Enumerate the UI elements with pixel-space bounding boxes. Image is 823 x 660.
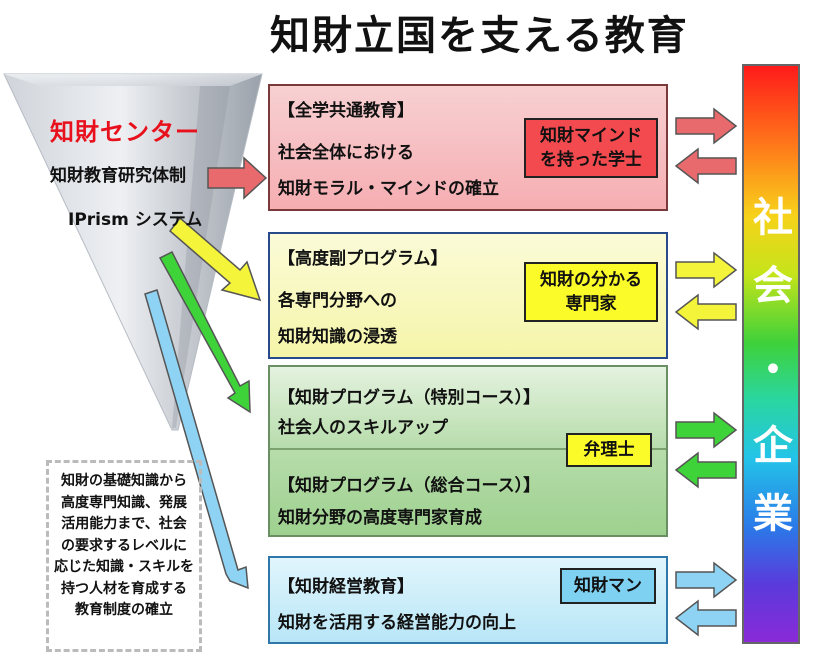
note-line: 持つ人材を育成する (61, 580, 187, 597)
box-heading: 【全学共通教育】 (278, 101, 414, 121)
box-heading: 【知財プログラム（特別コース）】 (278, 388, 541, 408)
center-research-system: 知財教育研究体制 (50, 166, 186, 186)
center-iprism-system: IPrism システム (68, 210, 203, 230)
badge-ip-specialist: 知財の分かる 専門家 (524, 262, 658, 322)
box-line: 知財分野の高度専門家育成 (278, 508, 482, 528)
badge-ip-mind-graduate: 知財マインド を持った学士 (524, 118, 658, 178)
box-heading-2: 【知財プログラム（総合コース）】 (278, 476, 541, 496)
arrow-box4-to-society (675, 561, 738, 599)
society-char: 会 (753, 263, 793, 309)
society-enterprise-column: 社 会 ・ 企 業 (742, 64, 800, 644)
note-line: 知財の基礎知識から (61, 473, 187, 489)
arrow-society-to-box2 (674, 293, 737, 331)
society-char: 業 (753, 491, 793, 537)
box-heading: 【知財経営教育】 (278, 577, 414, 597)
box-line: 社会全体における (278, 143, 414, 163)
diagram-title: 知財立国を支える教育 (270, 13, 689, 59)
funnel-top-face (4, 74, 262, 86)
box-line: 知財モラル・マインドの確立 (278, 179, 499, 199)
arrow-society-to-box1 (674, 147, 737, 185)
box-line: 知財を活用する経営能力の向上 (278, 613, 516, 633)
arrow-box2-to-society (675, 251, 738, 289)
society-char: 企 (753, 423, 793, 469)
badge-patent-attorney: 弁理士 (566, 433, 652, 467)
society-char: 社 (753, 195, 793, 241)
arrow-red-to-box1 (207, 156, 268, 200)
arrow-box1-to-society (675, 107, 738, 145)
arrow-box3-to-society (675, 411, 738, 449)
box3-divider (270, 448, 666, 450)
arrow-green-to-box3 (158, 250, 251, 414)
badge-line: 知財の分かる (540, 270, 642, 290)
box-line: 各専門分野への (278, 291, 397, 311)
note-line: 活用能力まで、社会 (61, 516, 187, 532)
box-advanced-sub-program: 【高度副プログラム】 各専門分野への 知財知識の浸透 (268, 232, 668, 359)
center-name: 知財センター (50, 118, 200, 146)
arrow-yellow-to-box2 (168, 216, 262, 302)
arrow-blue-to-box4 (144, 289, 249, 590)
box-heading: 【高度副プログラム】 (278, 249, 448, 269)
note-line: の要求するレベルに (61, 537, 187, 554)
badge-line: 知財マインド (540, 126, 642, 146)
badge-ip-man: 知財マン (560, 568, 656, 604)
society-char: ・ (753, 347, 793, 393)
note-line: 応じた知識・スキルを (54, 559, 194, 575)
badge-line: を持った学士 (540, 150, 642, 170)
note-line: 教育制度の確立 (75, 602, 173, 618)
arrow-society-to-box3 (674, 451, 737, 489)
arrow-society-to-box4 (674, 599, 737, 637)
box-line: 知財知識の浸透 (278, 327, 397, 347)
note-line: 高度専門知識、発展 (61, 494, 187, 511)
box-line: 社会人のスキルアップ (278, 418, 448, 438)
education-system-note: 知財の基礎知識から 高度専門知識、発展 活用能力まで、社会 の要求するレベルに … (46, 460, 202, 652)
badge-line: 専門家 (565, 294, 617, 314)
